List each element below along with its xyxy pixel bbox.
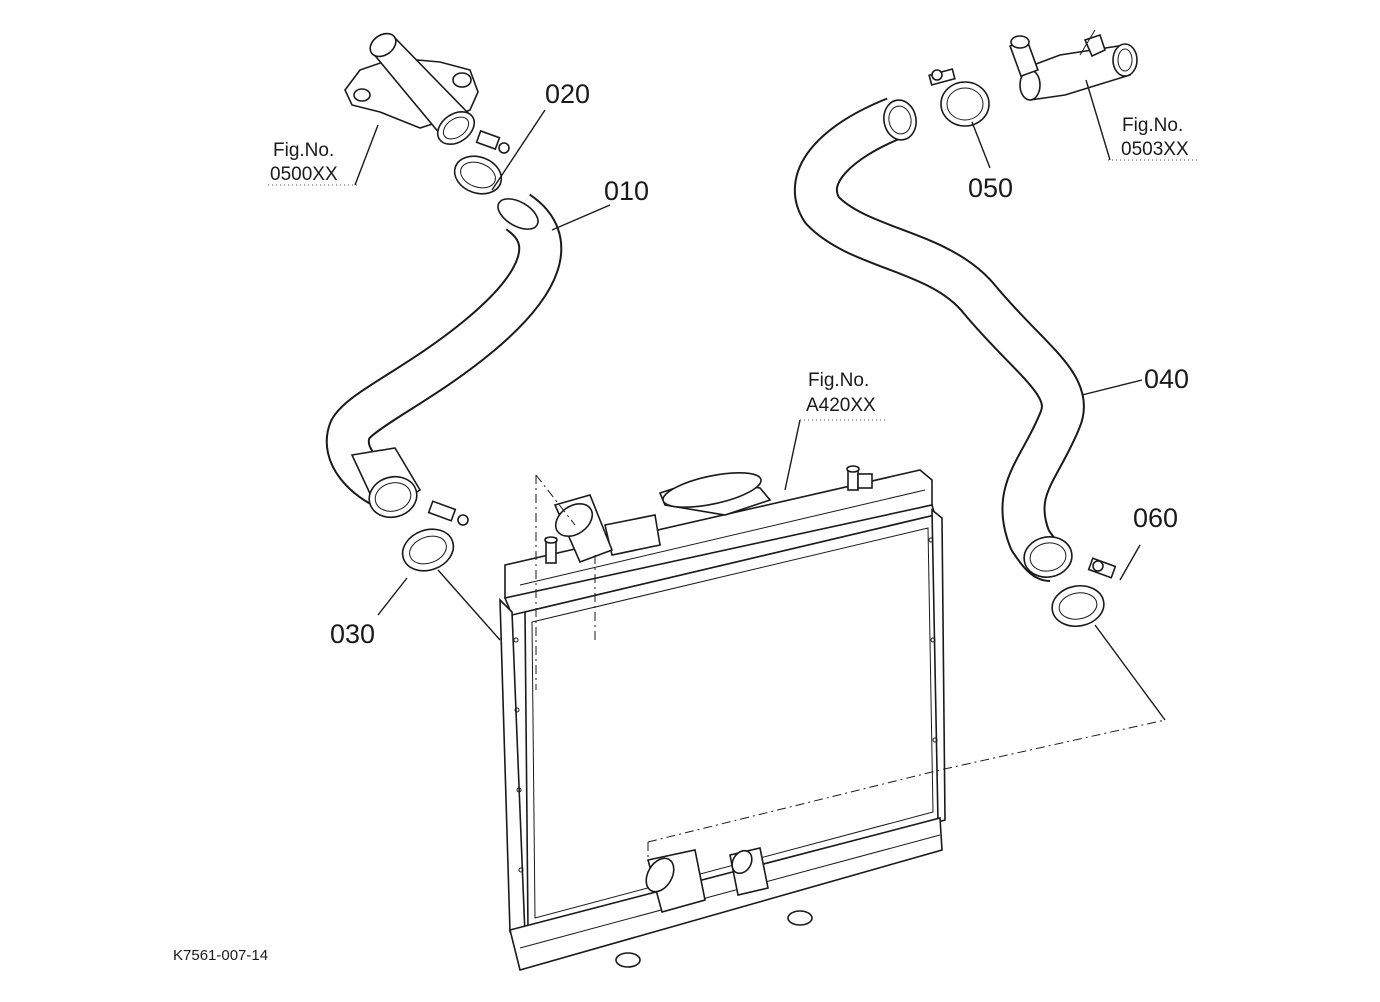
radiator	[499, 465, 946, 971]
callout-030: 030	[330, 619, 375, 649]
clamp-030	[401, 500, 469, 572]
callout-020: 020	[545, 79, 590, 109]
assembly-lines	[535, 474, 1166, 860]
lower-hose	[794, 97, 1085, 582]
upper-hose	[325, 193, 563, 519]
clamp-050	[928, 68, 990, 127]
fig-ref-a420-line2: A420XX	[806, 395, 876, 416]
fig-ref-0500-line2: 0500XX	[270, 164, 338, 185]
fig-ref-0503-line2: 0503XX	[1121, 139, 1189, 160]
clamp-020	[453, 129, 510, 195]
drawing-code: K7561-007-14	[173, 947, 268, 964]
water-pipe	[1009, 29, 1138, 101]
leader-lines	[268, 79, 1200, 721]
fig-ref-0503-line1: Fig.No.	[1122, 115, 1183, 136]
fig-ref-a420-line1: Fig.No.	[808, 370, 869, 391]
fig-ref-0500-line1: Fig.No.	[273, 140, 334, 161]
callout-040: 040	[1144, 364, 1189, 394]
callout-010: 010	[604, 176, 649, 206]
thermostat-housing	[344, 32, 479, 146]
callout-060: 060	[1133, 503, 1178, 533]
clamp-060	[1051, 557, 1117, 628]
callout-050: 050	[968, 173, 1013, 203]
